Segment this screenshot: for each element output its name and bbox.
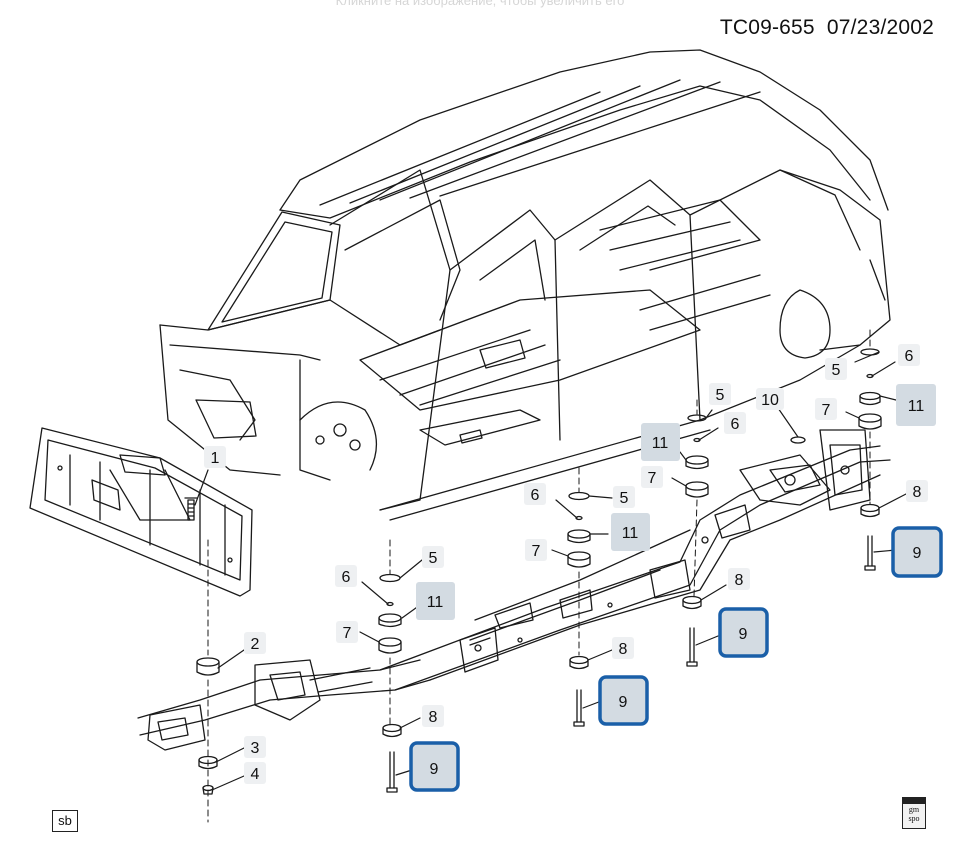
callout-11: 11 [908, 398, 925, 415]
radiator-support [29, 427, 253, 597]
callout-labels: 1 2 3 4 5 5 5 5 6 6 6 6 7 7 [204, 344, 943, 792]
leader-lines [194, 351, 907, 791]
document-id: TC09-655 07/23/2002 [720, 16, 934, 40]
callout-11: 11 [652, 435, 669, 452]
callout-3: 3 [251, 740, 260, 757]
callout-8: 8 [735, 572, 744, 589]
vehicle-body [159, 49, 891, 521]
callout-7: 7 [343, 625, 352, 642]
callout-7: 7 [532, 543, 541, 560]
callout-9: 9 [619, 694, 628, 711]
callout-11: 11 [622, 525, 639, 542]
callout-5: 5 [832, 362, 841, 379]
callout-5: 5 [429, 550, 438, 567]
callout-11: 11 [427, 594, 444, 611]
callout-7: 7 [648, 470, 657, 487]
callout-6: 6 [531, 487, 540, 504]
chassis-frame [137, 429, 891, 751]
callout-9: 9 [913, 545, 922, 562]
doc-number: TC09-655 [719, 16, 815, 39]
corner-tag: sb [52, 810, 78, 832]
callout-7: 7 [822, 402, 831, 419]
watermark-text: Кликните на изображение, чтобы увеличить… [335, 0, 625, 8]
callout-4: 4 [251, 766, 260, 783]
callout-8: 8 [429, 709, 438, 726]
callout-6: 6 [731, 416, 740, 433]
callout-8: 8 [619, 641, 628, 658]
callout-6: 6 [342, 569, 351, 586]
callout-8: 8 [913, 484, 922, 501]
callout-9: 9 [739, 626, 748, 643]
callout-6: 6 [905, 348, 914, 365]
callout-5: 5 [716, 387, 725, 404]
callout-9: 9 [430, 761, 439, 778]
mount-stacks [196, 348, 882, 795]
doc-date: 07/23/2002 [826, 16, 934, 39]
callout-2: 2 [251, 636, 260, 653]
callout-1: 1 [211, 450, 220, 467]
callout-5: 5 [620, 490, 629, 507]
callout-10: 10 [761, 392, 779, 409]
alignment-lines [207, 329, 871, 823]
